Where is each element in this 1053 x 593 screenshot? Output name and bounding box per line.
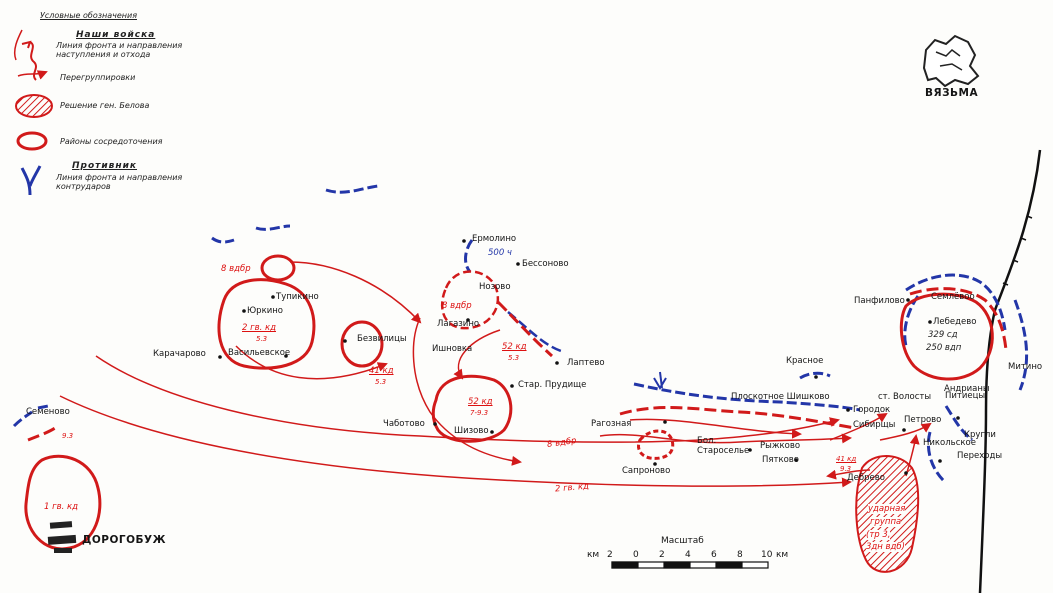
unit-41kd-c: 41 кд (836, 455, 857, 463)
place-krasnoe: Красное (786, 356, 824, 366)
legend-title: Условные обозначения (40, 11, 138, 20)
unit-52kd-b-date: 7-9.3 (470, 409, 489, 417)
place-semenovo: Семеново (26, 407, 70, 417)
unit-41kd-date: 5.3 (375, 378, 387, 386)
railway-line (978, 149, 1042, 593)
unit-41kd: 41 кд (369, 366, 394, 376)
legend-front-line-label: Линия фронта и направления наступления и… (56, 41, 183, 59)
place-pyatkovo: Пятково (762, 455, 800, 465)
unit-8vdbr-b: 8 вдбр (442, 301, 472, 311)
place-pliskovka-shishkovo: Плоскотное Шишково (731, 392, 830, 402)
place-star-prudishche: Стар. Прудище (518, 380, 587, 390)
place-bezvilitsy: Безвилицы (357, 334, 407, 344)
place-yurkino: Юркино (247, 306, 283, 316)
place-vasilevskoe: Васильевское (228, 348, 291, 358)
place-laptevo: Лаптево (567, 358, 605, 368)
legend-our-troops-heading: Наши войска (76, 30, 156, 40)
legend-enemy-front-label: Линия фронта и направления контрударов (56, 173, 183, 191)
place-lagazino: Лагазино (437, 319, 480, 329)
place-st-volosty: ст. Волосты (878, 392, 932, 402)
scale-unit-right: км (776, 550, 789, 560)
place-ragoznaya: Рагозная (591, 419, 632, 429)
scale-tick: 0 (633, 550, 639, 560)
place-vyazma: ВЯЗЬМА (925, 87, 979, 99)
semlevo-area (899, 292, 994, 381)
unit-52kd-b: 52 кд (468, 397, 493, 407)
place-debrevo: Дебрево (847, 473, 885, 483)
scale-title: Масштаб (661, 536, 704, 546)
shock-group-label-2: группа (870, 517, 902, 527)
legend-concentration-symbol (16, 131, 48, 151)
place-kriutsy: Кругли (964, 430, 996, 440)
place-bol-staroselye: Бол. Староселье (697, 436, 750, 456)
place-semlevo: Семлёвоо (931, 292, 975, 302)
unit-date-93: 9.3 (62, 432, 74, 440)
scale-tick: 6 (711, 550, 717, 560)
dorogobuzh-city-icon (47, 521, 77, 553)
vyazma-city-icon (922, 34, 980, 88)
place-dorogobuzh: ДОРОГОБУЖ (82, 534, 166, 546)
legend-decision-symbol (15, 94, 53, 118)
place-bessonovo: Бессоново (522, 259, 569, 269)
legend-regroup-symbol (17, 70, 48, 80)
unit-250vdp: 250 вдп (926, 343, 962, 353)
shock-group-label-3: (тр 3, (866, 530, 891, 540)
place-ishnovka: Ишновка (432, 344, 473, 354)
unit-2gvkd-date: 5.3 (256, 335, 268, 343)
legend-front-symbol (29, 41, 37, 81)
place-petrovo: Петрово (904, 415, 942, 425)
concentration-areas (24, 254, 675, 551)
scale-tick: 4 (685, 550, 691, 560)
movement-arrows (59, 261, 932, 488)
scale-tick: 10 (761, 550, 773, 560)
shock-group-label-4: 3дн вдб) (866, 542, 905, 552)
scale-bar (611, 561, 769, 569)
place-siberiya: Сибирщы (853, 420, 896, 430)
place-panfilovo: Панфилово (854, 296, 905, 306)
legend-decision-label: Решение ген. Белова (60, 101, 150, 110)
place-chabotovo: Чаботово (383, 419, 425, 429)
unit-2gvkd: 2 гв. кд (242, 323, 276, 333)
unit-329sd: 329 сд (928, 330, 958, 340)
unit-500ch: 500 ч (488, 248, 512, 258)
enemy-front-lines (12, 184, 1029, 484)
place-tupikino: Тупикино (276, 292, 319, 302)
unit-8vdbr-a: 8 вдбр (221, 264, 251, 274)
unit-52kd-a-date: 5.3 (508, 354, 520, 362)
place-nikolskoe: Никольское (923, 438, 976, 448)
scale-unit-left: км (587, 550, 600, 560)
legend-regroup-label: Перегруппировки (60, 73, 136, 82)
place-gorodok: Городок (853, 405, 891, 415)
settlement-dots (218, 239, 960, 475)
place-sapronovo: Сапроново (622, 466, 671, 476)
place-karacharovo: Карачарово (153, 349, 206, 359)
place-ermolino: Ермолино (472, 234, 517, 244)
our-front-lines (27, 287, 1008, 442)
place-mitino: Митино (1008, 362, 1043, 372)
place-nozovo: Нозово (479, 282, 511, 292)
legend-enemy-heading: Противник (72, 161, 138, 171)
place-shizovo: Шизово (454, 426, 489, 436)
scale-tick: 2 (659, 550, 665, 560)
place-lebedevo: Лебедево (933, 317, 977, 327)
shock-group-label-1: ударная (868, 504, 906, 514)
scale-tick: 2 (607, 550, 613, 560)
scale-tick: 8 (737, 550, 743, 560)
belov-decision-dashed-area (441, 270, 499, 330)
legend-concentration-label: Районы сосредоточения (60, 137, 163, 146)
unit-1gvkd: 1 гв. кд (44, 502, 78, 512)
place-andreyany: Андрианы (944, 384, 990, 394)
place-ryzhkovo: Рыжково (760, 441, 801, 451)
unit-41kd-c-date: 9.3 (840, 465, 852, 473)
legend-enemy-symbol (20, 165, 42, 196)
unit-52kd-a: 52 кд (502, 342, 527, 352)
place-pitsalovo: Питиецы (945, 391, 986, 401)
place-perekhody: Переходы (957, 451, 1003, 461)
